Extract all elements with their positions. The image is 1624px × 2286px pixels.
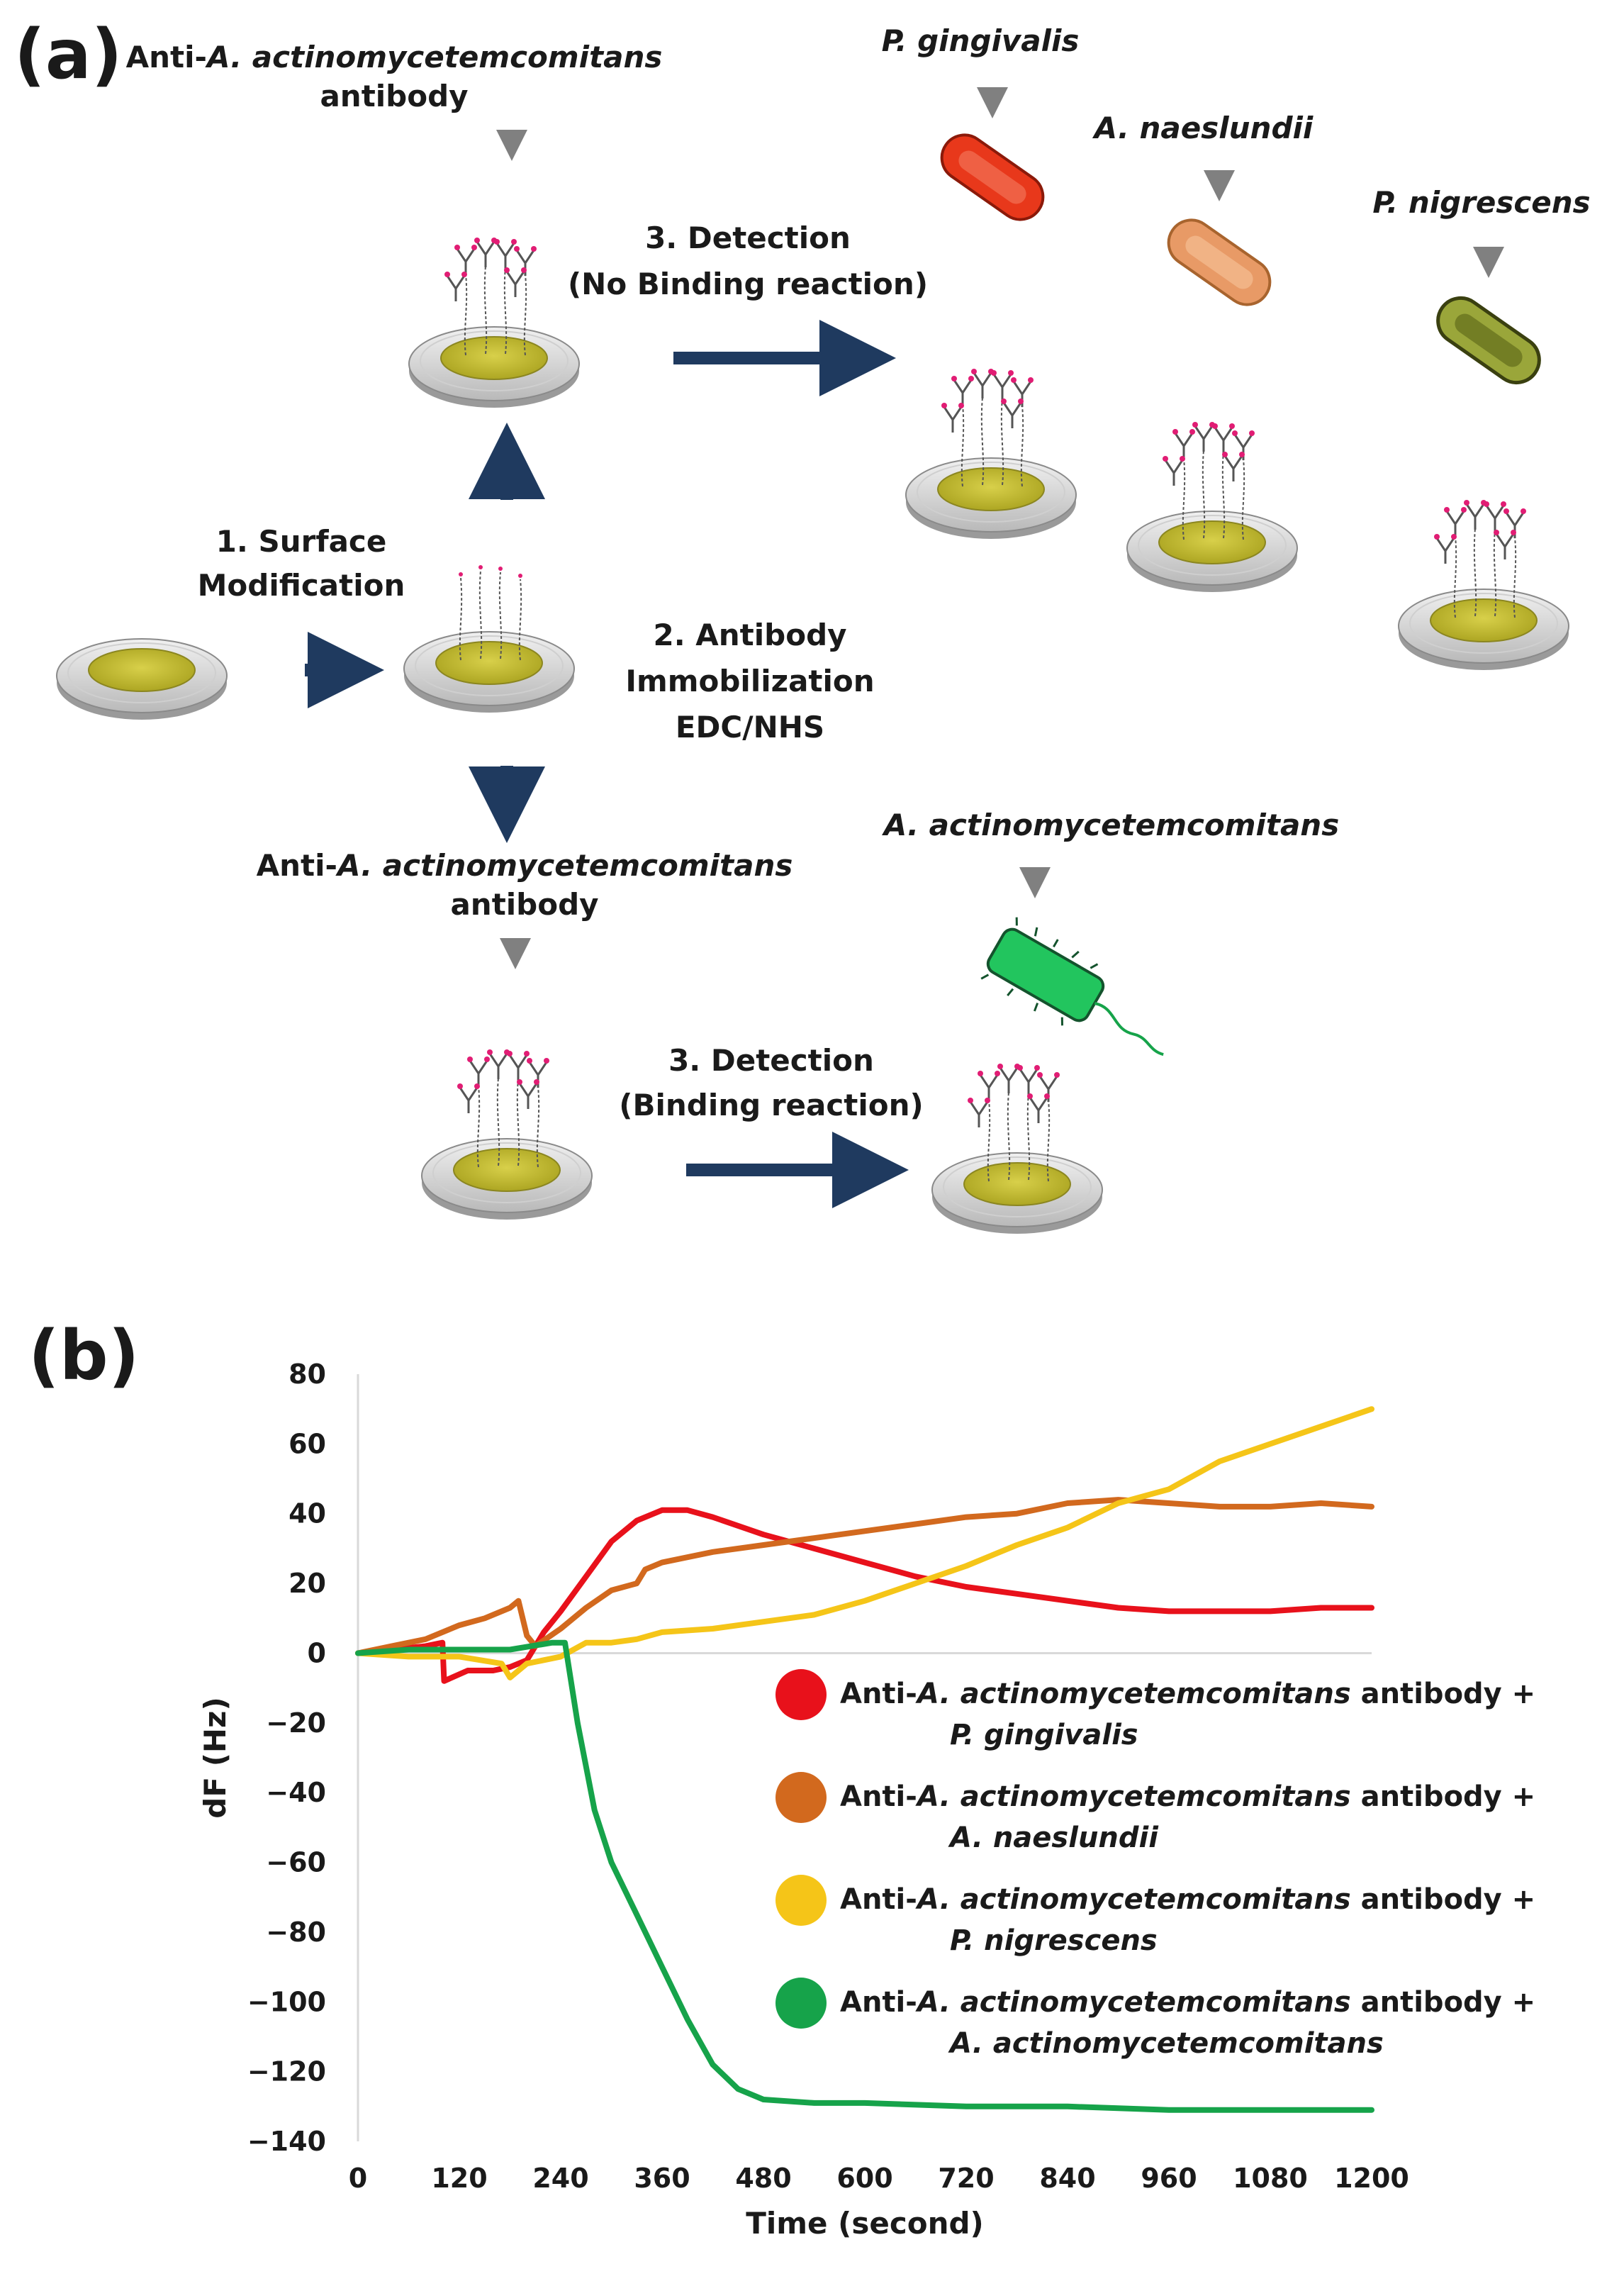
- x-tick-label: 1080: [1233, 2163, 1308, 2194]
- pointer-icon: [1473, 247, 1504, 278]
- y-tick-label: 20: [289, 1568, 326, 1599]
- legend-label-3: Anti-A. actinomycetemcomitans antibody +: [840, 1986, 1535, 2019]
- y-tick-label: −80: [266, 1917, 326, 1948]
- legend-marker-3: [775, 1978, 827, 2029]
- electrode-pn: [1398, 500, 1569, 671]
- antibody-label-top-suffix: antibody: [320, 79, 468, 113]
- bacterium-p-nigrescens-icon: [1436, 296, 1541, 385]
- legend-label-1: Anti-A. actinomycetemcomitans antibody +: [840, 1780, 1535, 1813]
- electrode-pg: [905, 369, 1077, 540]
- electrode-bare: [56, 638, 228, 720]
- pointer-icon: [1019, 867, 1051, 898]
- legend-marker-0: [775, 1669, 827, 1720]
- bacterium-p-gingivalis-icon: [940, 133, 1045, 221]
- antibody-label-top: Anti-A. actinomycetemcomitans: [126, 40, 663, 74]
- line-chart: 80 60 40 20 0 −20 −40 −60 −80 −100 −120 −140 0 120 240…: [198, 1359, 1535, 2241]
- legend-label-2: Anti-A. actinomycetemcomitans antibody +: [840, 1883, 1535, 1916]
- series-line-0: [355, 1507, 1374, 1684]
- electrode-aa: [931, 1064, 1103, 1234]
- y-tick-label: −60: [266, 1847, 326, 1878]
- x-tick-label: 240: [532, 2163, 588, 2194]
- electrode-an: [1126, 422, 1298, 593]
- x-tick-label: 600: [836, 2163, 892, 2194]
- x-tick-label: 960: [1141, 2163, 1197, 2194]
- pointer-icon: [500, 938, 531, 969]
- legend-label-3-second: A. actinomycetemcomitans: [948, 2027, 1384, 2060]
- pointer-icon: [496, 130, 527, 161]
- legend-marker-1: [775, 1772, 827, 1823]
- y-tick-label: −100: [247, 1986, 326, 2017]
- x-tick-label: 720: [938, 2163, 994, 2194]
- pointer-icon: [1204, 170, 1235, 201]
- x-tick-label: 840: [1039, 2163, 1095, 2194]
- step3-binding-line1: 3. Detection: [668, 1043, 874, 1078]
- step3-no-binding-line2: (No Binding reaction): [568, 267, 928, 301]
- step3-binding-line2: (Binding reaction): [619, 1088, 923, 1122]
- x-tick-label: 360: [634, 2163, 690, 2194]
- electrode-antibody-top: [408, 238, 580, 408]
- x-tick-label: 120: [431, 2163, 487, 2194]
- x-tick-label: 480: [735, 2163, 791, 2194]
- legend-label-0: Anti-A. actinomycetemcomitans antibody +: [840, 1678, 1535, 1710]
- step1-line1: 1. Surface: [216, 524, 387, 559]
- series-line-2: [355, 1406, 1374, 1680]
- bacteria-label-aa: A. actinomycetemcomitans: [882, 808, 1339, 842]
- legend-label-1-second: A. naeslundii: [948, 1822, 1159, 1854]
- pointer-icon: [977, 87, 1008, 118]
- y-tick-label: −140: [247, 2126, 326, 2157]
- step1-line2: Modification: [198, 568, 405, 603]
- electrode-antibody-bottom: [421, 1049, 593, 1220]
- bacteria-label-pg: P. gingivalis: [882, 23, 1080, 58]
- step2-line1: 2. Antibody: [653, 618, 846, 652]
- y-tick-label: 80: [289, 1359, 326, 1390]
- bacterium-a-actinomycetemcomitans-icon: [980, 917, 1164, 1056]
- series-line-3: [355, 1639, 1374, 2113]
- y-tick-label: −40: [266, 1777, 326, 1808]
- series-line-1: [355, 1497, 1374, 1656]
- step2-line2: Immobilization: [625, 664, 874, 698]
- antibody-label-bottom-suffix: antibody: [450, 887, 598, 922]
- panel-b-label: (b): [28, 1316, 139, 1395]
- bacterium-a-naeslundii-icon: [1167, 218, 1272, 306]
- legend-label-0-second: P. gingivalis: [950, 1719, 1138, 1751]
- y-tick-label: 60: [289, 1428, 326, 1459]
- step2-line3: EDC/NHS: [676, 710, 824, 745]
- y-tick-label: 40: [289, 1498, 326, 1529]
- y-tick-label: −120: [247, 2056, 326, 2087]
- y-tick-label: −20: [266, 1707, 326, 1739]
- x-axis-title: Time (second): [746, 2206, 984, 2241]
- x-tick-label: 1200: [1334, 2163, 1409, 2194]
- x-tick-label: 0: [349, 2163, 367, 2194]
- legend-label-2-second: P. nigrescens: [950, 1924, 1158, 1957]
- antibody-label-bottom: Anti-A. actinomycetemcomitans: [257, 848, 793, 883]
- legend-marker-2: [775, 1875, 827, 1926]
- bacteria-label-an: A. naeslundii: [1092, 111, 1314, 145]
- electrode-modified: [403, 565, 575, 713]
- y-tick-label: 0: [308, 1637, 326, 1668]
- step3-no-binding-line1: 3. Detection: [645, 221, 851, 255]
- bacteria-label-pn: P. nigrescens: [1372, 185, 1590, 220]
- y-axis-title: dF (Hz): [198, 1697, 233, 1818]
- panel-a-label: (a): [14, 15, 123, 94]
